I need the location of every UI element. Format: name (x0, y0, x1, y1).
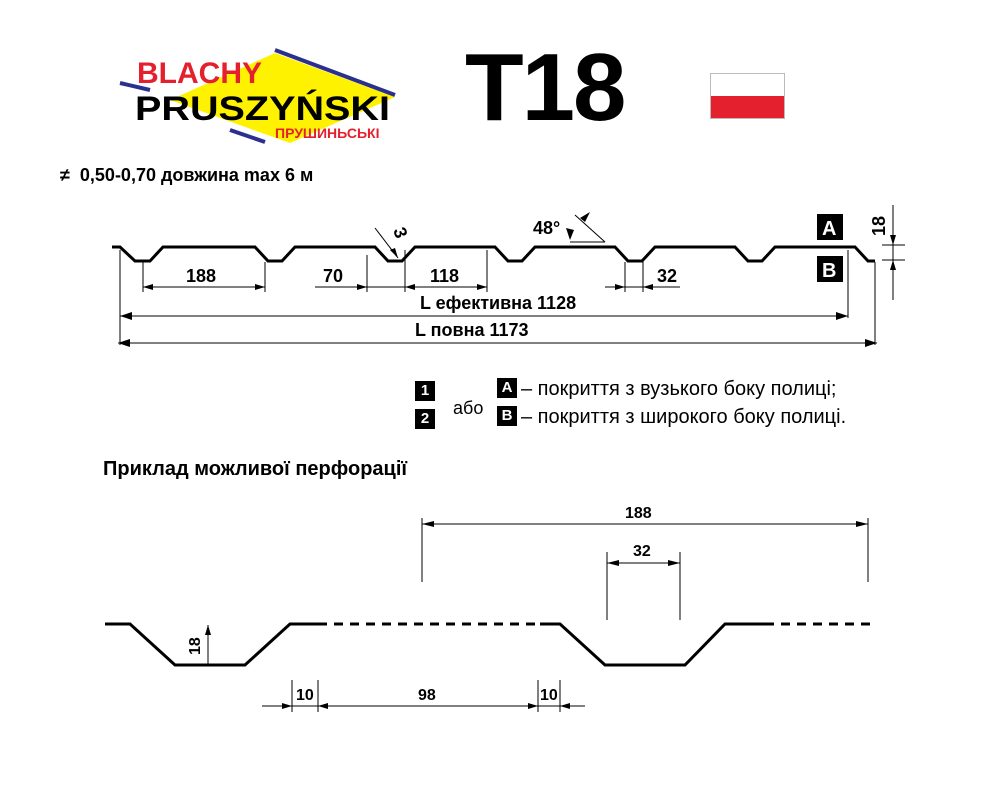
perf-dim-188: 188 (625, 505, 652, 522)
badge-a: A (497, 378, 517, 398)
radius-3: 3 (389, 225, 411, 241)
legend-or: або (453, 398, 484, 418)
poland-flag (710, 73, 785, 119)
profile-drawing: 188 70 118 32 48° 3 18 L ефективна 1128 … (112, 205, 905, 347)
height-18: 18 (869, 216, 889, 236)
dim-32: 32 (657, 266, 677, 286)
not-equal-symbol: ≠ (60, 165, 70, 185)
logo-line2: PRUSZYŃSKI (135, 90, 390, 128)
perforation-title: Приклад можливої перфорації (103, 458, 408, 480)
badge-1: 1 (415, 381, 435, 401)
l-effective: L ефективна 1128 (420, 293, 576, 313)
thickness-info: ≠ 0,50-0,70 довжина max 6 м (60, 165, 313, 186)
dim-118: 118 (430, 266, 459, 286)
l-full: L повна 1173 (415, 320, 529, 340)
product-title: T18 (465, 34, 626, 141)
perf-dim-98: 98 (418, 687, 436, 704)
dim-188: 188 (186, 266, 216, 286)
perf-dim-32: 32 (633, 543, 651, 560)
legend-text-b: – покриття з широкого боку полиці. (521, 406, 847, 428)
logo-line1: BLACHY (137, 57, 262, 90)
coating-legend: 1 A – покриття з вузького боку полиці; а… (415, 378, 846, 434)
dim-70: 70 (323, 266, 343, 286)
perf-dim-10-left: 10 (296, 687, 314, 704)
logo-graphic: BLACHY PRUSZYŃSKI ПРУШИНЬСЬКІ (119, 48, 396, 144)
side-b-label: B (822, 260, 836, 282)
side-a-label: A (822, 218, 836, 240)
perf-dim-18: 18 (187, 637, 204, 655)
badge-b: B (497, 406, 517, 426)
thickness-text: 0,50-0,70 довжина max 6 м (79, 165, 314, 185)
perforation-drawing: 188 32 18 10 98 10 (105, 505, 870, 712)
perf-dim-10-right: 10 (540, 687, 558, 704)
badge-2: 2 (415, 409, 435, 429)
legend-text-a: – покриття з вузького боку полиці; (521, 378, 837, 400)
company-logo: BLACHY PRUSZYŃSKI ПРУШИНЬСЬКІ (110, 45, 400, 145)
profile-outline (112, 245, 875, 263)
angle-48: 48° (533, 218, 560, 238)
logo-line3: ПРУШИНЬСЬКІ (275, 125, 380, 141)
